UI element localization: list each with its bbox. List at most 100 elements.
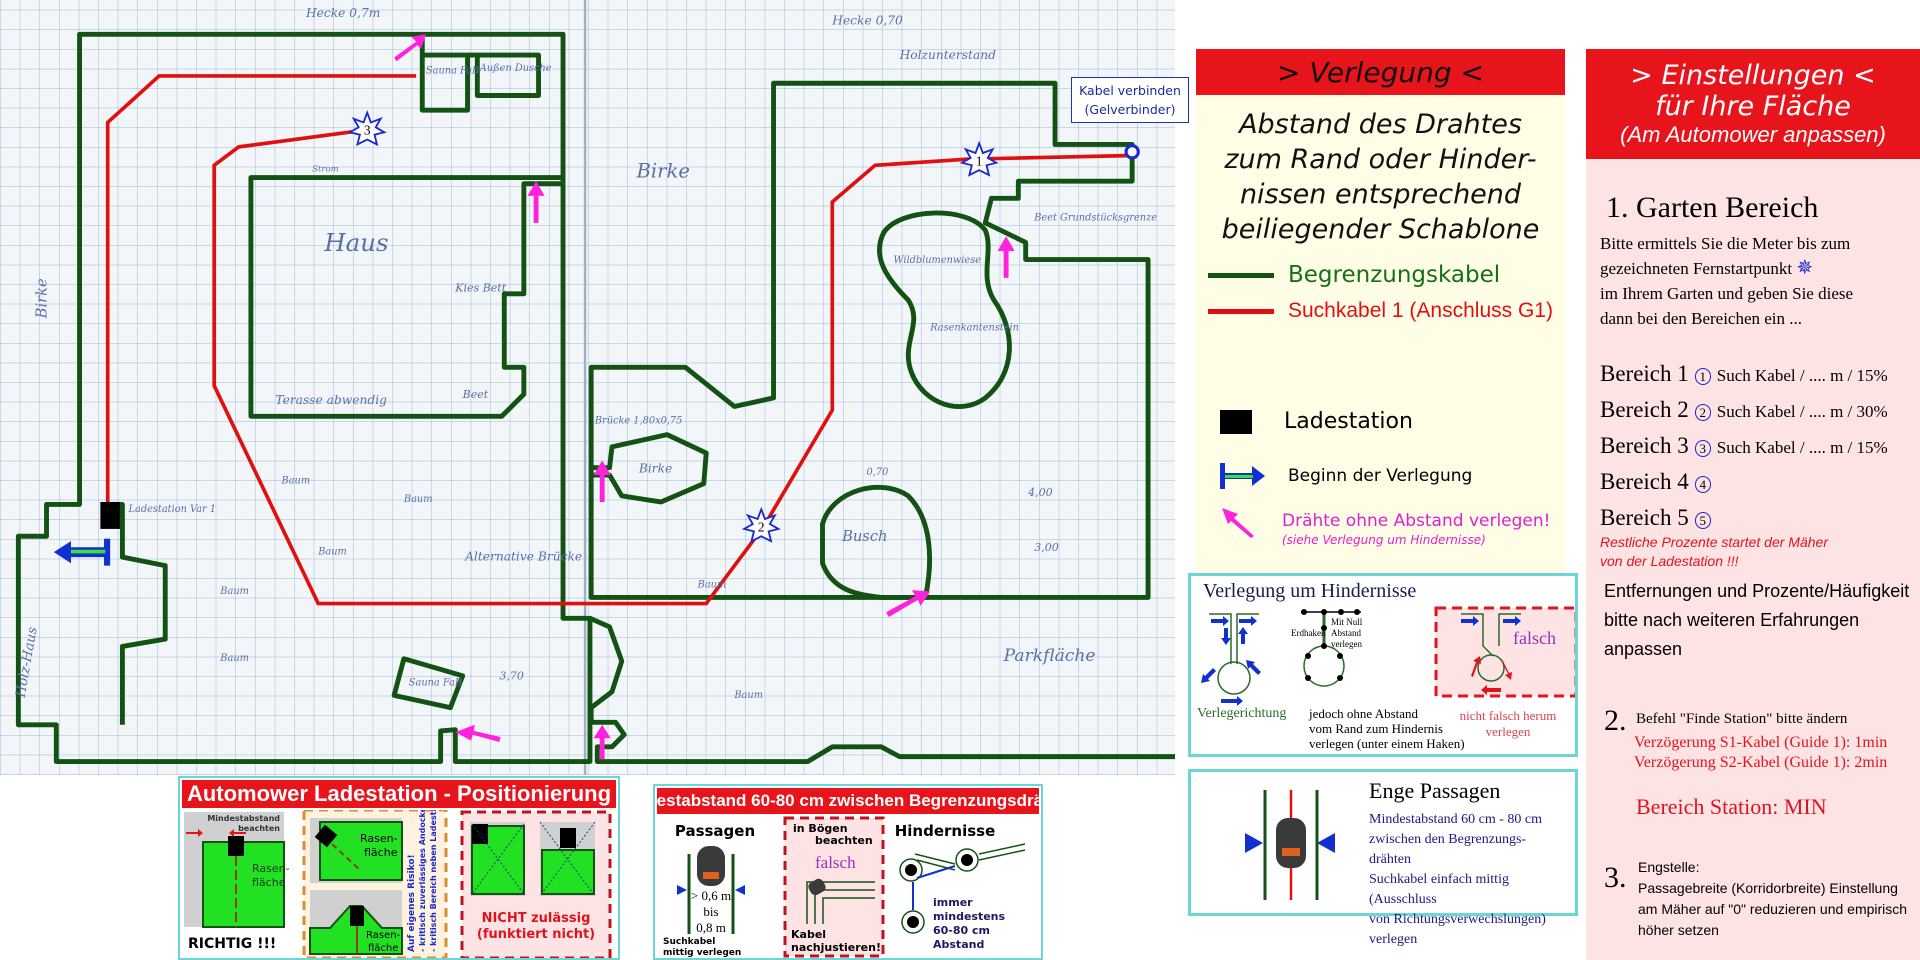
svg-text:Baum: Baum xyxy=(281,476,311,487)
svg-text:Rasenkantenstein: Rasenkantenstein xyxy=(929,323,1019,334)
star-2-icon: 2 xyxy=(1694,404,1712,421)
einstellungen-header: > Einstellungen < für Ihre Fläche (Am Au… xyxy=(1586,49,1920,159)
svg-text:Baum: Baum xyxy=(219,653,249,664)
boundary-station-house xyxy=(110,501,168,725)
svg-text:0,70: 0,70 xyxy=(867,467,889,478)
magenta-arrow-icon xyxy=(1222,508,1254,538)
garden-plan: 1 2 3 Hecke 0,7m Hecke 0,70 Holzuntersta… xyxy=(0,0,1175,775)
svg-text:Baum: Baum xyxy=(317,547,347,558)
no-gap-arrows xyxy=(394,34,1015,760)
svg-text:Hindernisse: Hindernisse xyxy=(895,822,996,840)
arrow-right-icon xyxy=(1209,833,1263,853)
magenta-arrow-icon xyxy=(394,34,426,62)
svg-text:1: 1 xyxy=(976,153,983,168)
star-1-icon: 1 xyxy=(959,140,999,177)
svg-text:Mit Null: Mit Null xyxy=(1331,617,1363,627)
charging-station-icon xyxy=(100,501,120,529)
guide-wire-left xyxy=(105,74,417,515)
svg-text:Außen Dusche: Außen Dusche xyxy=(479,63,552,74)
legend-arrow: Drähte ohne Abstand verlegen! xyxy=(1220,504,1550,538)
svg-text:Strom: Strom xyxy=(312,164,339,174)
svg-text:Terasse abwendig: Terasse abwendig xyxy=(275,393,387,407)
svg-text:Suchkabel: Suchkabel xyxy=(663,937,715,947)
correct-position-diagram: Mindestabstand beachten Rasen- fläche RI… xyxy=(184,812,290,952)
bereich-row: Bereich 2 2 Such Kabel / .... m / 30% xyxy=(1600,397,1888,422)
hindernisse-box: Verlegung um Hindernisse Erdhaken Mit Nu… xyxy=(1188,573,1578,757)
start-arrow-icon xyxy=(53,538,111,566)
wrong-routing-diagram xyxy=(1461,613,1521,695)
verlegung-panel: > Verlegung < Abstand des Drahtes zum Ra… xyxy=(1196,49,1565,573)
svg-text:Erdhaken: Erdhaken xyxy=(1291,628,1326,638)
svg-text:Sauna FaB: Sauna FaB xyxy=(409,678,462,689)
boundary-right xyxy=(588,80,1151,600)
svg-text:(funktiert nicht): (funktiert nicht) xyxy=(477,927,595,942)
risk-diagrams: Rasen-fläche Rasen-fläche Auf eigenes Ri… xyxy=(309,810,438,955)
hindernisse-diagram: Erdhaken Mit Null Abstand verlegen falsc… xyxy=(1201,606,1575,706)
svg-text:Baum: Baum xyxy=(697,580,727,591)
svg-text:Wildblumenwiese: Wildblumenwiese xyxy=(893,255,981,266)
legend-start: Beginn der Verlegung xyxy=(1220,461,1472,491)
svg-text:3,00: 3,00 xyxy=(1034,541,1058,554)
direction-arrows-icon xyxy=(1201,616,1261,706)
svg-text:mindestens: mindestens xyxy=(933,910,1005,923)
star-1-icon: 1 xyxy=(1694,368,1712,385)
svg-text:Birke: Birke xyxy=(34,278,51,319)
svg-text:Baum: Baum xyxy=(403,494,433,505)
wrong-routing-frame xyxy=(1434,606,1575,698)
boundary-wildflower-island xyxy=(877,210,1012,409)
svg-text:- kritisch Bereich neben Lades: - kritisch Bereich neben Ladestation xyxy=(429,810,438,952)
svg-text:Holzunterstand: Holzunterstand xyxy=(899,48,997,62)
boundary-bush-island xyxy=(820,485,933,600)
svg-text:nachjustieren!: nachjustieren! xyxy=(791,941,881,954)
boundary-wire xyxy=(15,31,1175,764)
mower-icon xyxy=(697,846,725,886)
svg-text:immer: immer xyxy=(933,896,973,909)
magenta-arrow-icon xyxy=(997,236,1015,278)
svg-text:bis: bis xyxy=(703,904,718,919)
svg-text:Rasen-: Rasen- xyxy=(366,930,401,941)
enge-passagen-box: Enge Passagen Mindestabstand 60 cm - 80 … xyxy=(1188,769,1578,947)
svg-text:fläche: fläche xyxy=(368,943,398,954)
connector-callout: Kabel verbinden (Gelverbinder) xyxy=(1071,77,1189,123)
svg-text:Birke: Birke xyxy=(638,462,672,476)
star-3-icon: 3 xyxy=(1694,440,1712,457)
svg-text:Rasen-: Rasen- xyxy=(252,862,290,875)
svg-text:Ladestation Var 1: Ladestation Var 1 xyxy=(128,504,217,515)
bereich-row: Bereich 4 4 xyxy=(1600,465,1888,501)
star-3-icon: 3 xyxy=(347,110,387,147)
svg-text:4,00: 4,00 xyxy=(1027,486,1052,499)
svg-text:beachten: beachten xyxy=(238,824,280,833)
svg-text:Hecke 0,70: Hecke 0,70 xyxy=(831,13,903,27)
svg-text:Passagen: Passagen xyxy=(675,822,755,840)
obstacle-diagram xyxy=(899,843,1026,934)
boundary-sauna-bottom xyxy=(391,656,466,711)
guide-wire xyxy=(105,74,1133,606)
svg-text:Abstand: Abstand xyxy=(933,938,984,951)
magenta-arrow-icon xyxy=(593,724,611,760)
svg-text:Rasen-: Rasen- xyxy=(360,832,398,845)
svg-text:0,8 m: 0,8 m xyxy=(696,920,726,935)
red-line-icon xyxy=(1208,308,1274,314)
bereich-row: Bereich 5 5 xyxy=(1600,501,1888,537)
svg-text:Baum: Baum xyxy=(733,690,763,701)
svg-text:Haus: Haus xyxy=(323,228,388,257)
start-arrow-icon xyxy=(1220,463,1265,489)
svg-text:> 0,6 m: > 0,6 m xyxy=(691,888,731,903)
svg-text:2: 2 xyxy=(758,519,765,534)
svg-text:beachten: beachten xyxy=(815,834,873,847)
star-4-icon: 4 xyxy=(1694,476,1712,493)
s3-text: Engstelle:Passagebreite (Korridorbreite)… xyxy=(1638,859,1908,938)
svg-text:Beet Grundstücksgrenze: Beet Grundstücksgrenze xyxy=(1033,212,1157,223)
svg-text:Alternative Brücke: Alternative Brücke xyxy=(464,550,582,564)
verlegung-header: > Verlegung < xyxy=(1196,49,1565,95)
svg-text:falsch: falsch xyxy=(1513,628,1556,648)
magenta-arrow-icon xyxy=(886,590,931,618)
svg-text:fläche: fläche xyxy=(252,876,286,889)
legend-boundary: Begrenzungskabel xyxy=(1208,262,1500,288)
boundary-birch-island xyxy=(591,432,709,505)
svg-text:in Bögen: in Bögen xyxy=(793,822,848,835)
